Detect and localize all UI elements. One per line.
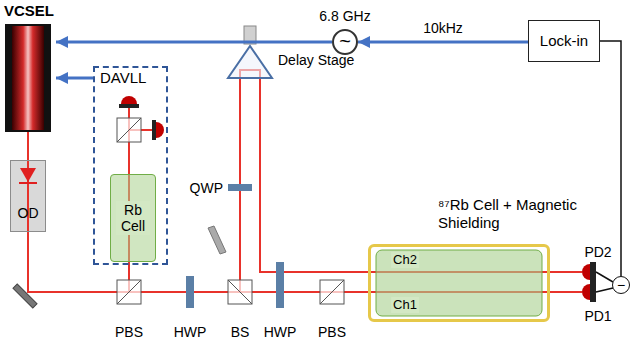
channel-label: Ch2 [391,252,419,268]
detector-label: PD2 [584,244,611,260]
part-name: HWP [174,324,207,340]
pbs-cube [117,280,141,304]
process-box: Lock-in [528,20,600,62]
diode-bar [19,182,37,184]
beam-splitter-cube [117,118,141,142]
mirror [208,226,226,254]
part-name: PBS [115,324,143,340]
photodiode [582,264,590,280]
node-text: Lock-in [540,32,588,50]
cube-diagonal [117,280,141,304]
cube-diagonal [320,280,344,304]
node-text: DAVLL [100,69,146,86]
photodetector [156,122,164,138]
node-text: − [617,278,625,292]
retroreflector-prism [228,46,272,78]
node-text: Rb Cell [116,201,150,235]
photodiode-base [590,282,596,302]
diode-symbol [20,168,36,182]
part-name: HWP [264,324,297,340]
control-arrow [56,41,332,44]
photodiode-base [590,262,596,282]
mirror [13,284,37,308]
photodetector-base [152,120,156,140]
photodiode [582,284,590,300]
lock-group: DAVLL Rb Cell [93,66,168,265]
control-arrow [358,41,528,44]
vcsel-body [5,24,51,132]
pbs-cube [320,280,344,304]
node-text: OD [11,205,45,221]
part-name: BS [231,324,250,340]
reference-cell: Rb Cell [110,174,156,262]
frequency-label: 6.8 GHz [319,8,370,24]
cube-diagonal [117,118,141,142]
oscillator-symbol: ~ [332,29,358,55]
node-text: VCSEL [0,2,62,20]
laser-source: VCSEL [2,2,56,134]
vcsel-emitter [12,26,44,130]
photodetector-base [119,104,139,108]
vapour-cell [376,250,542,316]
part-name: QWP [190,180,223,196]
half-wave-plate [276,262,284,308]
half-wave-plate [186,276,194,308]
node-text: ⁸⁷Rb Cell + Magnetic Shielding [438,196,578,232]
signal-wire [600,41,621,276]
node-text: ~ [339,31,351,51]
cube-diagonal [228,280,252,304]
part-name: PBS [318,324,346,340]
detector-label: PD1 [584,308,611,324]
optical-diode: OD [10,160,46,232]
photodetector [121,96,137,104]
part-name: Delay Stage [278,52,354,68]
beam-splitter-cube [228,280,252,304]
channel-label: Ch1 [391,297,419,313]
wire [596,272,613,282]
edge-label: 10kHz [421,20,465,36]
subtractor-symbol: − [612,276,630,294]
wire [596,288,613,292]
control-arrow [56,77,93,80]
quarter-wave-plate [228,184,252,191]
